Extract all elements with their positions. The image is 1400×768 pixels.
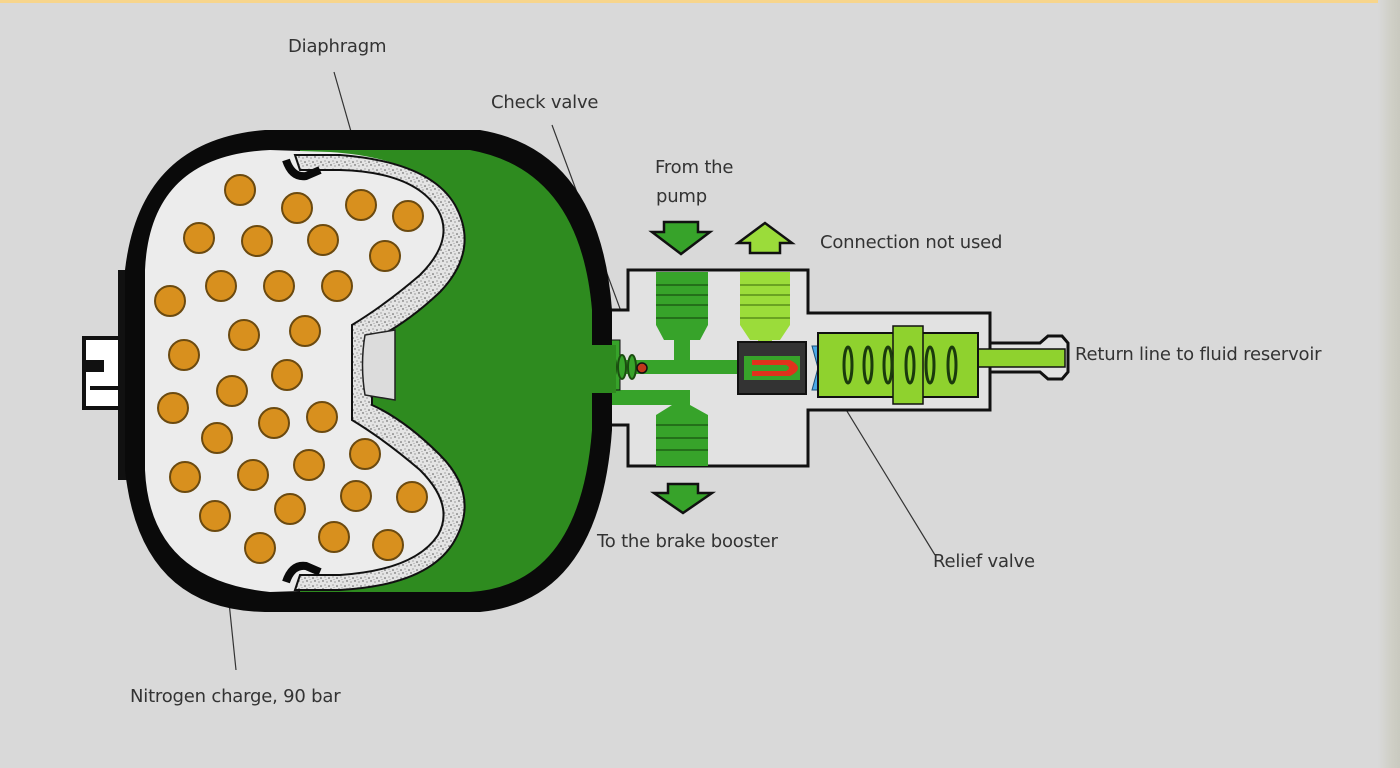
diaphragm (293, 154, 466, 591)
nitrogen-charge-label: Nitrogen charge, 90 bar (130, 686, 341, 707)
nitrogen-pellet (307, 224, 339, 256)
relief-valve-label: Relief valve (933, 551, 1035, 572)
nitrogen-pellet (205, 270, 237, 302)
nitrogen-pellet (237, 459, 269, 491)
page-edge-shadow (1378, 0, 1400, 768)
nitrogen-pellet (201, 422, 233, 454)
nitrogen-pellet (281, 192, 313, 224)
return-line-label: Return line to fluid reservoir (1075, 344, 1322, 365)
nitrogen-pellet (216, 375, 248, 407)
nitrogen-pellet (274, 493, 306, 525)
accumulator-outlet (590, 345, 616, 393)
connection-not-used-label: Connection not used (820, 232, 1003, 253)
nitrogen-pellet (244, 532, 276, 564)
top-notch (282, 158, 322, 181)
booster-port (600, 390, 708, 466)
nitrogen-pellet (392, 200, 424, 232)
nitrogen-pellet (199, 500, 231, 532)
diaphragm-button (361, 329, 396, 401)
top-border (0, 0, 1400, 3)
nitrogen-pellet (396, 481, 428, 513)
valve-block (596, 268, 1070, 468)
check-valve-label: Check valve (491, 92, 599, 113)
bottom-notch (282, 561, 322, 584)
nitrogen-pellet (168, 339, 200, 371)
spring-collar (892, 325, 924, 405)
return-channel (974, 348, 1066, 368)
pump-inlet-port (656, 272, 708, 360)
accumulator (82, 130, 616, 612)
nitrogen-pellet (157, 392, 189, 424)
nitrogen-pellet (154, 285, 186, 317)
from-pump-label-line2: pump (656, 186, 707, 207)
nitrogen-pellet (349, 438, 381, 470)
connection-not-used-arrow-icon (734, 221, 796, 255)
relief-poppet-red (752, 360, 798, 376)
relief-spring (842, 345, 958, 385)
nitrogen-pellet (263, 270, 295, 302)
nitrogen-pellet (289, 315, 321, 347)
nitrogen-pellet (241, 225, 273, 257)
nitrogen-pellet (224, 174, 256, 206)
nitrogen-pellets (154, 174, 428, 564)
nitrogen-pellet (271, 359, 303, 391)
from-pump-arrow-icon (648, 220, 714, 256)
nitrogen-pellet (321, 270, 353, 302)
unused-port (740, 272, 790, 355)
check-valve-ball (636, 362, 648, 374)
nitrogen-pellet (228, 319, 260, 351)
nitrogen-pellet (306, 401, 338, 433)
nitrogen-pellet (258, 407, 290, 439)
diaphragm-leader (333, 71, 353, 136)
from-pump-label-line1: From the (655, 157, 734, 178)
nitrogen-pellet (318, 521, 350, 553)
nitrogen-pellet (293, 449, 325, 481)
to-brake-booster-label: To the brake booster (597, 531, 778, 552)
nitrogen-pellet (169, 461, 201, 493)
to-brake-booster-arrow-icon (649, 482, 717, 515)
nitrogen-pellet (345, 189, 377, 221)
nitrogen-pellet (340, 480, 372, 512)
nitrogen-pellet (372, 529, 404, 561)
nitrogen-pellet (369, 240, 401, 272)
diaphragm-label: Diaphragm (288, 36, 387, 57)
flow-arrows (648, 220, 796, 515)
nitrogen-pellet (183, 222, 215, 254)
